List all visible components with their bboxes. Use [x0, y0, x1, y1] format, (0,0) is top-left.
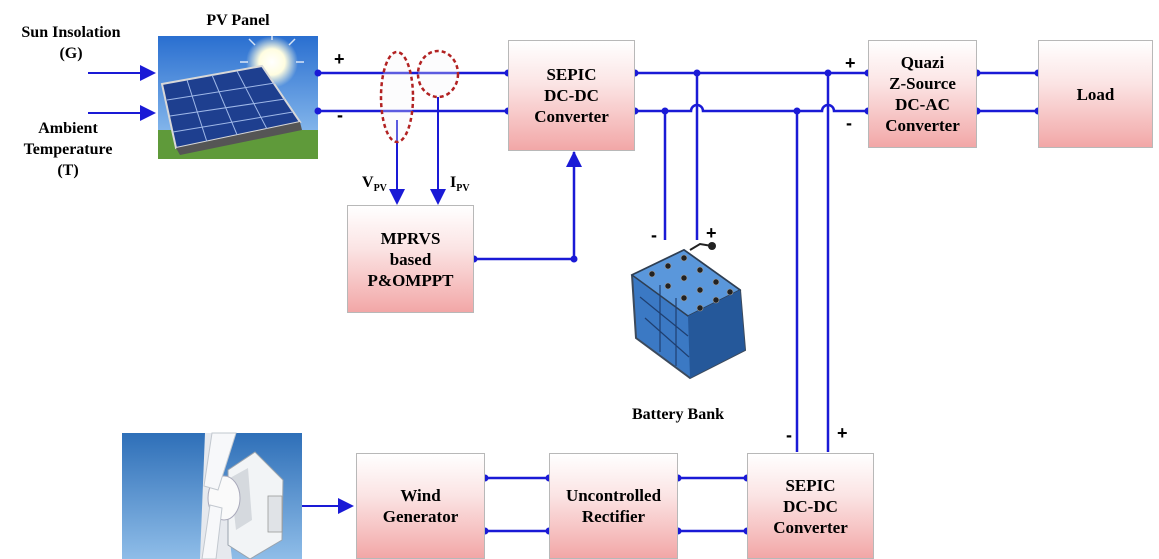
wind-plus-sign: + — [837, 423, 848, 443]
pv-panel-label: PV Panel — [206, 12, 270, 29]
wind-turbine-image — [122, 432, 302, 559]
wind-minus-sign: - — [786, 425, 792, 445]
qzs-minus-sign: - — [846, 113, 852, 133]
bottom-dc-bus — [485, 476, 747, 533]
sun-insolation-label: Sun Insolation(G) — [21, 24, 121, 62]
battery-bank-label: Battery Bank — [632, 406, 724, 423]
battery-minus-sign: - — [651, 225, 657, 245]
pv-minus-sign: - — [337, 105, 343, 125]
qzs-plus-sign: + — [845, 53, 856, 73]
v-pv-label: VPV — [362, 174, 387, 195]
pv-plus-sign: + — [334, 49, 345, 69]
battery-bank-image — [630, 242, 747, 380]
voltage-sensor-ring — [379, 50, 415, 144]
current-sensor-ring — [416, 49, 460, 99]
i-pv-label: IPV — [450, 174, 470, 195]
load-block: Load — [1038, 40, 1153, 148]
battery-plus-sign: + — [706, 223, 717, 243]
pv-panel-image — [158, 30, 318, 159]
